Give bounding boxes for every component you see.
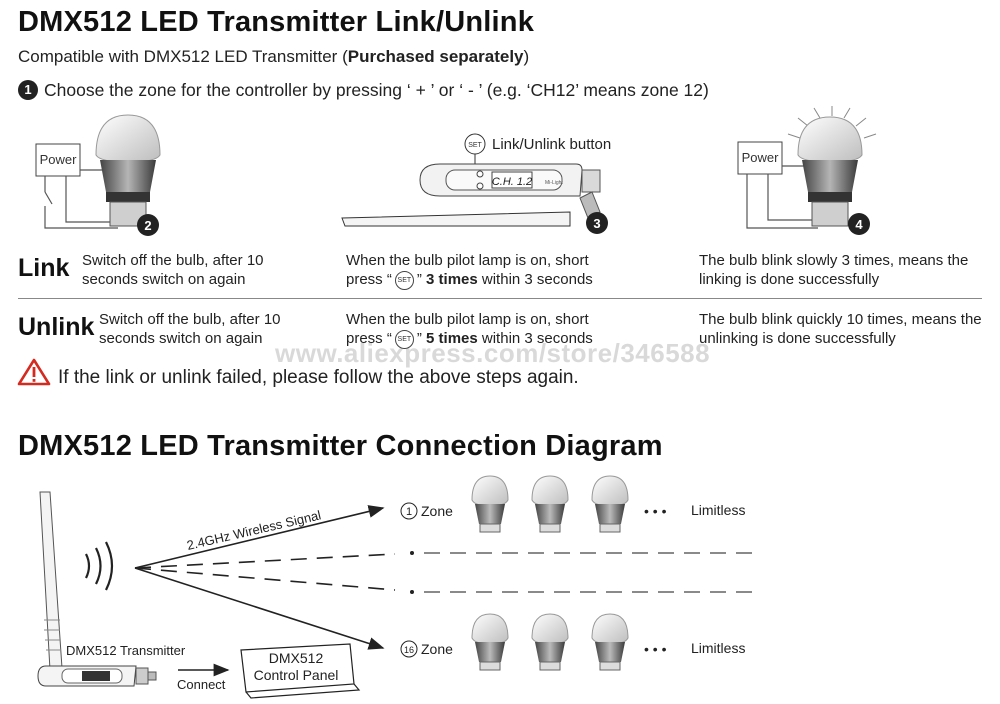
zone1-ellipsis: • • • xyxy=(644,503,667,519)
warning-icon xyxy=(17,358,51,386)
signal-dashed-line-2 xyxy=(134,567,396,591)
signal-arrow-zone1 xyxy=(134,505,385,569)
subtitle-prefix: Compatible with DMX512 LED Transmitter ( xyxy=(18,47,348,66)
power-label-right: Power xyxy=(742,150,780,165)
svg-text:Zone: Zone xyxy=(421,641,453,657)
svg-text:Zone: Zone xyxy=(421,503,453,519)
zone16-label: 16 Zone xyxy=(400,640,453,658)
svg-text:Mi-Light: Mi-Light xyxy=(545,180,563,186)
zone16-bulb-2-icon xyxy=(531,613,569,671)
power-box-left: Power xyxy=(35,143,81,177)
link-figures: Power 2 SET Link/Unlink button C.H. 1.2 … xyxy=(35,106,877,236)
control-panel-box: DMX512 Control Panel xyxy=(240,643,361,699)
connection-diagram: DMX512 Transmitter 2.4GHz Wireless Signa… xyxy=(37,475,760,699)
bulb-icon-right xyxy=(797,116,863,227)
link-step3-line1: When the bulb pilot lamp is on, short xyxy=(346,252,589,269)
unlink-row-label: Unlink xyxy=(18,313,95,341)
bulb-icon-left xyxy=(95,114,161,227)
svg-text:DMX512: DMX512 xyxy=(269,650,324,666)
zone16-ellipsis: • • • xyxy=(644,641,667,657)
unlink-step3-line1: When the bulb pilot lamp is on, short xyxy=(346,311,589,328)
link-step3-line2: press “SET” 3 times within 3 seconds xyxy=(346,270,593,290)
svg-text:C.H. 1.2: C.H. 1.2 xyxy=(492,176,532,188)
svg-text:1: 1 xyxy=(406,506,412,518)
svg-text:3: 3 xyxy=(593,216,600,231)
link-row-label: Link xyxy=(18,254,70,282)
step4-badge: 4 xyxy=(848,213,870,235)
step1-instruction: 1 Choose the zone for the controller by p… xyxy=(18,80,709,101)
step2-badge: 2 xyxy=(137,214,159,236)
placeholder-zone-row-1 xyxy=(410,551,760,555)
page-title: DMX512 LED Transmitter Link/Unlink xyxy=(18,6,535,38)
link-unlink-button-label: Link/Unlink button xyxy=(492,136,611,153)
signal-label: 2.4GHz Wireless Signal xyxy=(185,507,322,553)
power-label-left: Power xyxy=(40,152,78,167)
subtitle: Compatible with DMX512 LED Transmitter (… xyxy=(18,47,529,67)
zone16-limitless: Limitless xyxy=(691,640,745,656)
link-step2-text: Switch off the bulb, after 10 seconds sw… xyxy=(82,252,264,288)
wires-right xyxy=(746,165,818,229)
zone1-bulb-2-icon xyxy=(531,475,569,533)
unlink-step3-text: When the bulb pilot lamp is on, short pr… xyxy=(346,310,646,349)
zone1-bulb-1-icon xyxy=(471,475,509,533)
step3-badge: 3 xyxy=(586,212,608,234)
connection-diagram-title: DMX512 LED Transmitter Connection Diagra… xyxy=(18,430,663,462)
signal-dashed-line-1 xyxy=(134,553,396,569)
bulb-rays-icon xyxy=(787,106,877,139)
unlink-step2-text: Switch off the bulb, after 10 seconds sw… xyxy=(99,311,281,347)
svg-text:4: 4 xyxy=(855,217,863,232)
zone16-bulb-1-icon xyxy=(471,613,509,671)
placeholder-zone-row-2 xyxy=(410,590,760,594)
unlink-step4-text: The bulb blink quickly 10 times, means t… xyxy=(699,311,982,347)
subtitle-bold: Purchased separately xyxy=(347,47,524,66)
link-step4-text: The bulb blink slowly 3 times, means the… xyxy=(699,252,969,288)
subtitle-suffix: ) xyxy=(523,47,530,66)
svg-text:Control Panel: Control Panel xyxy=(254,667,339,683)
svg-text:SET: SET xyxy=(468,142,482,149)
power-box-right: Power xyxy=(737,141,783,175)
watermark: www.aliexpress.com/store/346588 xyxy=(275,338,711,368)
step1-text: Choose the zone for the controller by pr… xyxy=(44,80,709,100)
set-icon: SET xyxy=(394,329,414,349)
signal-arrow-zone16 xyxy=(134,567,385,650)
set-button-icon: SET xyxy=(464,133,486,155)
connect-label: Connect xyxy=(177,677,226,692)
wireless-signal-icon xyxy=(85,541,114,591)
zone1-bulb-3-icon xyxy=(591,475,629,533)
svg-text:2: 2 xyxy=(144,218,151,233)
wires-left xyxy=(44,169,118,229)
zone1-limitless: Limitless xyxy=(691,502,745,518)
unlink-step3-line2: press “SET” 5 times within 3 seconds xyxy=(346,329,593,349)
set-icon: SET xyxy=(394,270,414,290)
transmitter-device-icon: C.H. 1.2 Mi-Light xyxy=(341,163,601,227)
warning-text: If the link or unlink failed, please fol… xyxy=(58,367,579,388)
svg-text:16: 16 xyxy=(404,645,414,655)
transmitter-label: DMX512 Transmitter xyxy=(66,643,186,658)
zone16-bulb-3-icon xyxy=(591,613,629,671)
transmitter-device-small-icon xyxy=(37,665,157,687)
step1-number-badge: 1 xyxy=(18,80,38,100)
link-step3-text: When the bulb pilot lamp is on, short pr… xyxy=(346,251,646,290)
zone1-label: 1 Zone xyxy=(400,502,453,520)
row-divider xyxy=(18,298,982,299)
transmitter-antenna-icon xyxy=(39,491,63,671)
